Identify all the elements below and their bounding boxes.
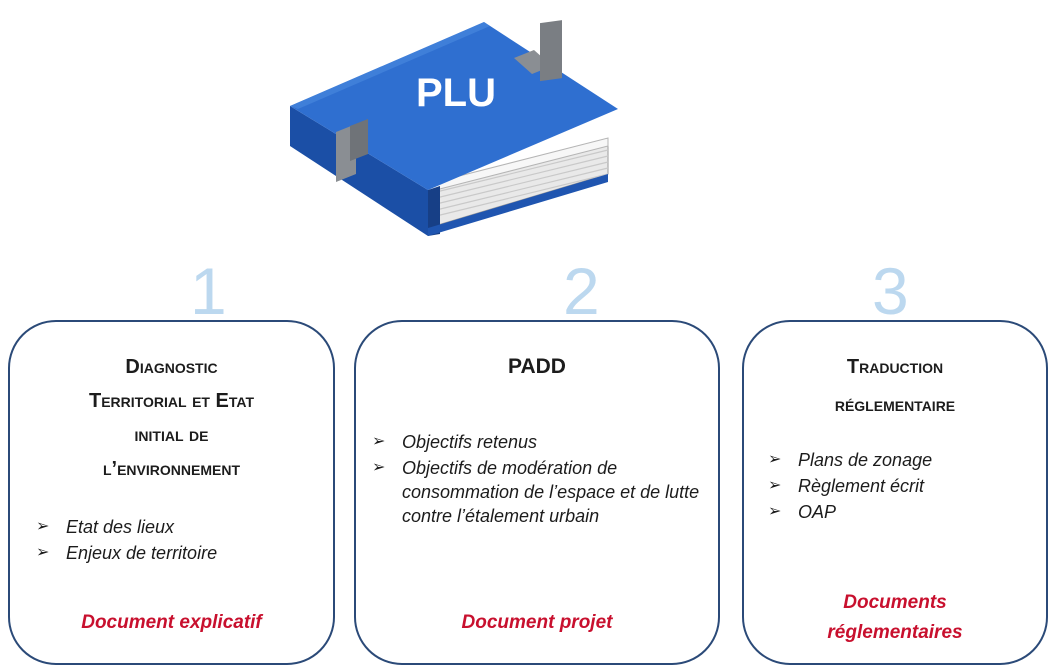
box-title-line: l’environnement [102,458,240,480]
item-text: Etat des lieux [66,517,175,537]
arrow-bullet-icon: ➢ [372,459,386,476]
arrow-bullet-icon: ➢ [36,544,50,561]
item-list: ➢ Objectifs retenus ➢ Objectifs de modérat… [372,430,712,530]
box-title-line: Diagnostic [125,356,218,378]
strap-right [514,20,562,82]
folder-spine [290,106,428,236]
item-text: OAP [798,502,837,522]
step-box-padd: PADD ➢ Objectifs retenus ➢ Objectifs de mo… [354,320,720,665]
document-type-label: Documents [843,592,947,613]
list-item: ➢ Plans de zonage [768,448,1038,472]
box-title-line: Traduction [846,356,944,378]
step-number-1: 1 [190,254,227,328]
paper-stack [427,137,609,229]
document-type-label: Document explicatif [81,612,262,633]
item-text: Objectifs de modération de consommation … [402,458,700,526]
step-box-diagnostic: Diagnostic Territorial et Etat initial d… [8,320,335,665]
box-title-line: réglementaire [834,394,956,416]
step-number-2: 2 [563,254,600,328]
list-item: ➢ OAP [768,500,1038,524]
item-text: Enjeux de territoire [66,543,218,563]
item-list: ➢ Plans de zonage ➢ Règlement écrit ➢ OAP [768,448,1038,526]
item-text: Plans de zonage [798,450,933,470]
item-text: Objectifs retenus [402,432,538,452]
item-text: Règlement écrit [798,476,925,496]
arrow-bullet-icon: ➢ [36,518,50,535]
folder-label: PLU [416,71,496,115]
box-title-line: PADD [508,355,566,378]
list-item: ➢ Objectifs de modération de consommation… [372,456,712,528]
step-number-3: 3 [872,254,909,328]
list-item: ➢ Etat des lieux [36,515,321,539]
list-item: ➢ Objectifs retenus [372,430,712,454]
document-type-label: réglementaires [827,622,963,643]
list-item: ➢ Enjeux de territoire [36,541,321,565]
arrow-bullet-icon: ➢ [768,477,782,494]
list-item: ➢ Règlement écrit [768,474,1038,498]
document-type-label: Document projet [461,612,613,633]
box-title-line: Territorial et Etat [89,390,254,412]
plu-folder-illustration: PLU [290,20,618,236]
arrow-bullet-icon: ➢ [768,503,782,520]
arrow-bullet-icon: ➢ [768,451,782,468]
item-list: ➢ Etat des lieux ➢ Enjeux de territoire [36,515,321,567]
strap-left [336,119,368,182]
arrow-bullet-icon: ➢ [372,433,386,450]
step-box-traduction: Traduction réglementaire ➢ Plans de zonag… [742,320,1048,665]
box-title-line: initial de [134,424,209,446]
